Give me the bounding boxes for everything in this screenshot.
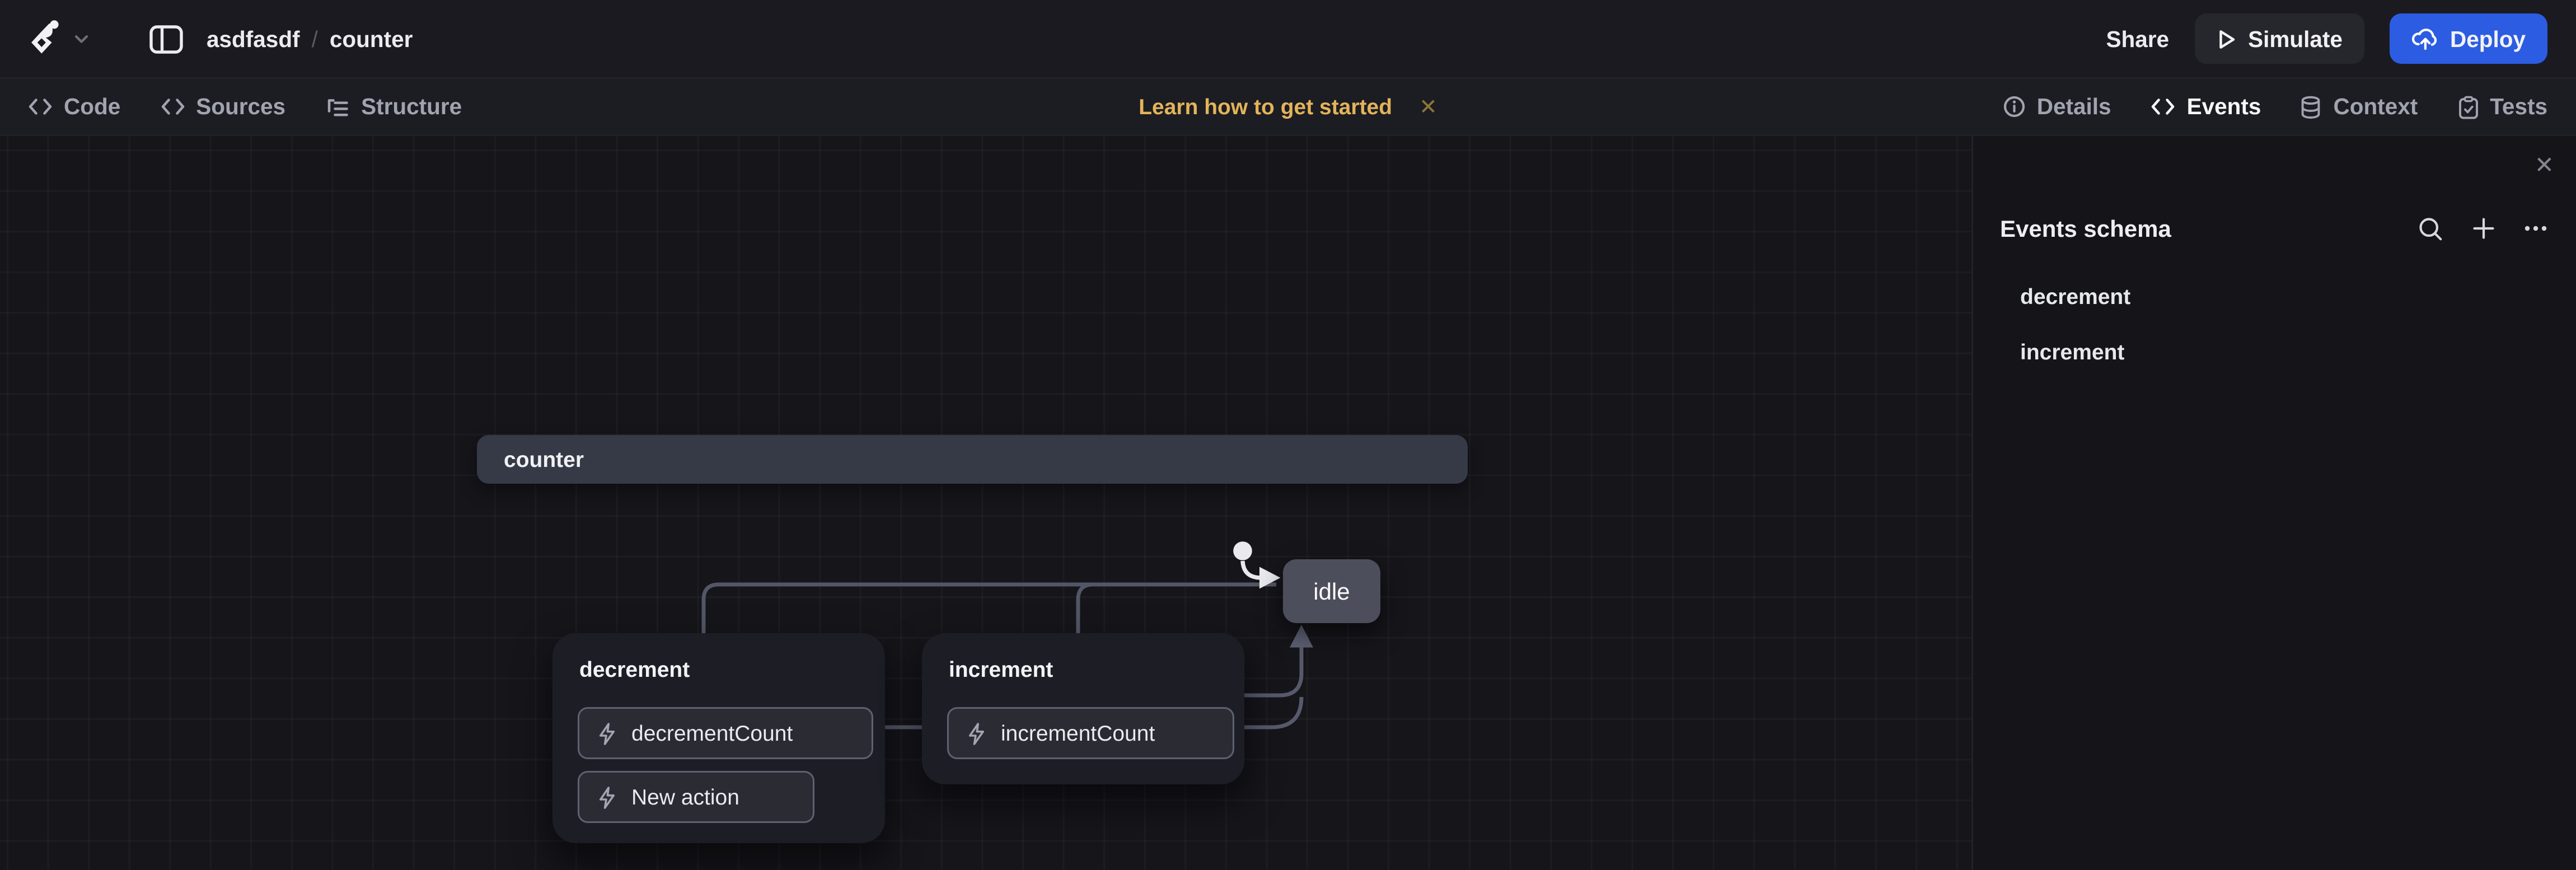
machine-canvas[interactable]: counter idle decrement decrementCount bbox=[0, 136, 1971, 870]
database-icon bbox=[2302, 95, 2321, 118]
panel-close-icon[interactable]: ✕ bbox=[2534, 151, 2554, 178]
machine-header-counter[interactable]: counter bbox=[477, 435, 1468, 484]
topbar-actions: Share Simulate Deploy bbox=[2106, 13, 2547, 64]
code-icon bbox=[2152, 99, 2175, 115]
event-list: decrement increment bbox=[1973, 269, 2576, 380]
breadcrumb-separator: / bbox=[311, 26, 318, 52]
action-label: New action bbox=[631, 784, 739, 810]
tab-sources-label: Sources bbox=[196, 94, 286, 119]
clipboard-check-icon bbox=[2458, 95, 2478, 119]
tab-sources[interactable]: Sources bbox=[161, 94, 285, 119]
simulate-label: Simulate bbox=[2248, 26, 2343, 52]
deploy-label: Deploy bbox=[2449, 26, 2526, 52]
lightning-icon bbox=[599, 722, 615, 745]
stately-logo-icon bbox=[31, 20, 59, 54]
more-options-button[interactable] bbox=[2524, 225, 2547, 232]
state-node-idle[interactable]: idle bbox=[1283, 559, 1380, 623]
chevron-down-icon bbox=[74, 34, 88, 43]
code-icon bbox=[161, 99, 184, 115]
action-decrementCount[interactable]: decrementCount bbox=[578, 707, 873, 759]
event-name-label: decrement bbox=[579, 657, 690, 682]
stately-logo-menu[interactable] bbox=[29, 18, 89, 59]
ellipsis-icon bbox=[2525, 226, 2547, 231]
topbar: asdfasdf / counter Share Simulate Deploy bbox=[0, 0, 2576, 79]
tab-code-label: Code bbox=[64, 94, 121, 119]
transition-increment[interactable]: increment incrementCount bbox=[922, 633, 1244, 784]
lightning-icon bbox=[969, 722, 984, 745]
share-button[interactable]: Share bbox=[2106, 26, 2170, 52]
tab-context[interactable]: Context bbox=[2301, 94, 2418, 119]
lightning-icon bbox=[599, 785, 615, 808]
code-icon bbox=[29, 99, 52, 115]
breadcrumb-project[interactable]: asdfasdf bbox=[207, 26, 300, 52]
machine-name-label: counter bbox=[504, 447, 584, 472]
arrowhead-into-idle bbox=[1290, 625, 1313, 648]
tree-structure-icon bbox=[327, 98, 348, 115]
sidebar-panel-icon bbox=[149, 24, 183, 53]
breadcrumb: asdfasdf / counter bbox=[207, 26, 413, 52]
event-row-increment[interactable]: increment bbox=[2020, 339, 2125, 364]
event-name-label: increment bbox=[949, 657, 1053, 682]
tab-code[interactable]: Code bbox=[29, 94, 120, 119]
state-name-label: idle bbox=[1313, 578, 1350, 605]
toolbar: Code Sources Structure Learn how to get … bbox=[0, 79, 2576, 136]
tab-events-label: Events bbox=[2186, 94, 2261, 119]
sidebar-toggle-button[interactable] bbox=[149, 24, 183, 54]
get-started-link[interactable]: Learn how to get started bbox=[1139, 94, 1393, 119]
add-event-button[interactable] bbox=[2472, 217, 2495, 240]
main-area: counter idle decrement decrementCount bbox=[0, 136, 2576, 870]
inspector-tabs: Details Events Context bbox=[1963, 94, 2547, 119]
panel-title: Events schema bbox=[2000, 215, 2171, 242]
transition-decrement[interactable]: decrement decrementCount New action bbox=[552, 633, 885, 843]
action-new-action[interactable]: New action bbox=[578, 771, 814, 823]
tab-structure-label: Structure bbox=[361, 94, 462, 119]
tab-details[interactable]: Details bbox=[2003, 94, 2111, 119]
banner-close-icon[interactable]: ✕ bbox=[1419, 94, 1437, 119]
tab-structure[interactable]: Structure bbox=[326, 94, 462, 119]
action-label: incrementCount bbox=[1001, 721, 1155, 746]
cloud-upload-icon bbox=[2411, 29, 2437, 50]
tab-tests-label: Tests bbox=[2490, 94, 2547, 119]
breadcrumb-machine[interactable]: counter bbox=[329, 26, 413, 52]
initial-state-arrow bbox=[1233, 541, 1281, 589]
action-incrementCount[interactable]: incrementCount bbox=[947, 707, 1234, 759]
play-icon bbox=[2219, 29, 2235, 48]
plus-icon bbox=[2473, 218, 2494, 239]
tab-context-label: Context bbox=[2333, 94, 2418, 119]
events-schema-panel: ✕ Events schema bbox=[1971, 136, 2576, 870]
panel-header: Events schema bbox=[1973, 215, 2576, 242]
tab-tests[interactable]: Tests bbox=[2458, 94, 2547, 119]
search-button[interactable] bbox=[2418, 216, 2443, 241]
simulate-button[interactable]: Simulate bbox=[2194, 13, 2364, 64]
info-icon bbox=[2003, 96, 2025, 118]
search-icon bbox=[2419, 217, 2442, 240]
event-row-decrement[interactable]: decrement bbox=[2020, 284, 2131, 309]
get-started-banner: Learn how to get started ✕ bbox=[1139, 79, 1437, 134]
tab-details-label: Details bbox=[2036, 94, 2111, 119]
deploy-button[interactable]: Deploy bbox=[2389, 13, 2547, 64]
action-label: decrementCount bbox=[631, 721, 793, 746]
tab-events[interactable]: Events bbox=[2152, 94, 2261, 119]
